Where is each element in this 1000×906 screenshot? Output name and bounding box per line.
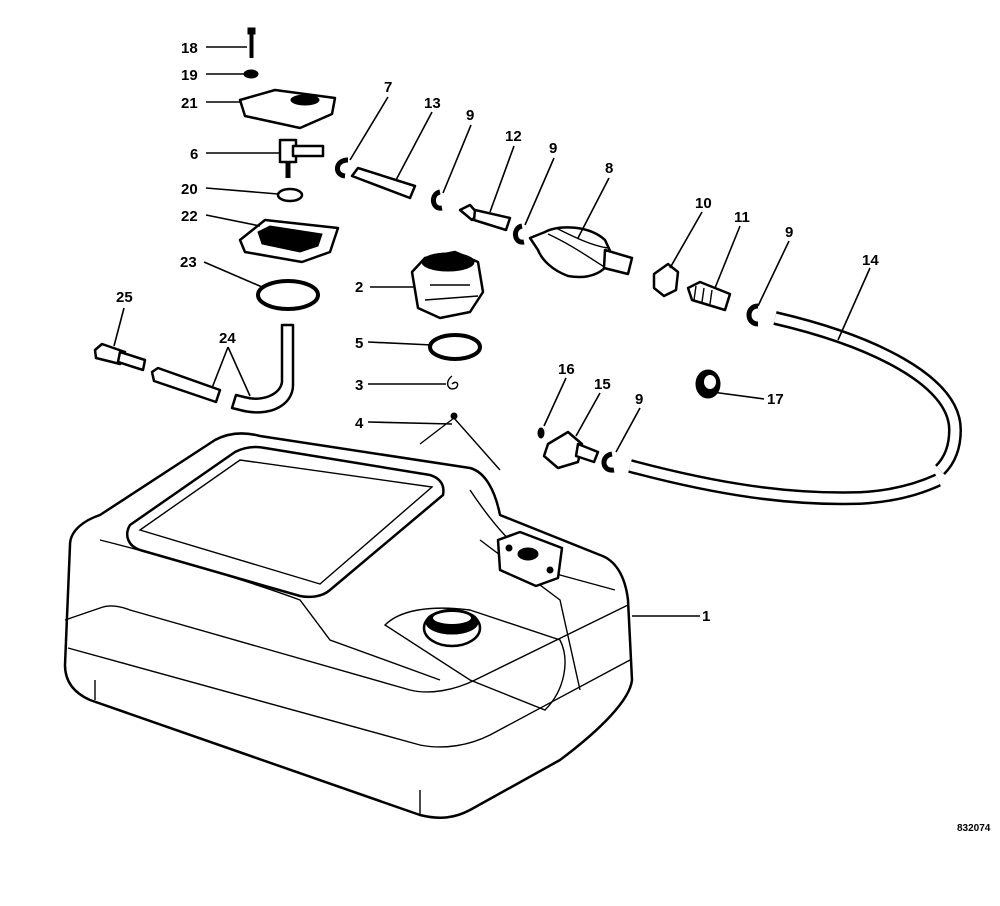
callout-15: 15 bbox=[594, 376, 611, 393]
callout-10: 10 bbox=[695, 195, 712, 212]
callout-23: 23 bbox=[180, 254, 197, 271]
callout-12: 12 bbox=[505, 128, 522, 145]
callout-25: 25 bbox=[116, 289, 133, 306]
wire-4 bbox=[419, 412, 501, 471]
pickup-25 bbox=[93, 342, 147, 372]
callout-16: 16 bbox=[558, 361, 575, 378]
callout-9-c: 9 bbox=[785, 224, 793, 241]
part-16 bbox=[537, 427, 545, 439]
callout-6: 6 bbox=[190, 146, 198, 163]
callout-14: 14 bbox=[862, 252, 879, 269]
callout-9-b: 9 bbox=[549, 140, 557, 157]
connector-12 bbox=[458, 203, 512, 232]
callout-4: 4 bbox=[355, 415, 364, 432]
tube-13 bbox=[350, 166, 417, 200]
callout-20: 20 bbox=[181, 181, 198, 198]
connector-11 bbox=[686, 280, 732, 312]
callout-22: 22 bbox=[181, 208, 198, 225]
callout-11: 11 bbox=[734, 209, 750, 226]
clamp-7 bbox=[335, 157, 349, 179]
callout-1: 1 bbox=[702, 608, 710, 625]
coupling-10 bbox=[652, 262, 680, 298]
oring-23 bbox=[256, 279, 320, 311]
clamp-9d bbox=[601, 451, 615, 473]
clamp-9c bbox=[746, 303, 759, 327]
adapter-2 bbox=[410, 250, 485, 320]
callout-13: 13 bbox=[424, 95, 441, 112]
cover-plate-21 bbox=[238, 88, 337, 130]
clamp-9b bbox=[513, 223, 525, 245]
fitting-17 bbox=[695, 369, 721, 399]
fuel-tank bbox=[63, 432, 634, 819]
figure-number: 832074 bbox=[957, 823, 991, 834]
oring-5 bbox=[428, 333, 482, 361]
callout-9-a: 9 bbox=[466, 107, 474, 124]
callout-9-d: 9 bbox=[635, 391, 643, 408]
washer-19 bbox=[243, 69, 259, 79]
callout-8: 8 bbox=[605, 160, 613, 177]
clamp-9a bbox=[431, 189, 443, 211]
callout-18: 18 bbox=[181, 40, 198, 57]
callout-24: 24 bbox=[219, 330, 236, 347]
callout-21: 21 bbox=[181, 95, 198, 112]
clip-3 bbox=[446, 375, 459, 390]
callout-5: 5 bbox=[355, 335, 363, 352]
hose-14 bbox=[773, 311, 963, 475]
screw-18 bbox=[247, 27, 256, 58]
leader-lines bbox=[113, 46, 871, 617]
callout-2: 2 bbox=[355, 279, 363, 296]
callout-19: 19 bbox=[181, 67, 198, 84]
primer-bulb-8 bbox=[528, 226, 634, 279]
fitting-6 bbox=[278, 138, 325, 178]
callout-7: 7 bbox=[384, 79, 392, 96]
callout-17: 17 bbox=[767, 391, 784, 408]
callout-labels: 18 19 21 6 20 22 23 25 24 2 5 3 4 7 13 9… bbox=[116, 40, 991, 834]
oring-20 bbox=[276, 187, 304, 203]
callout-3: 3 bbox=[355, 377, 363, 394]
hose-24 bbox=[150, 323, 295, 414]
connector-15 bbox=[542, 430, 600, 470]
